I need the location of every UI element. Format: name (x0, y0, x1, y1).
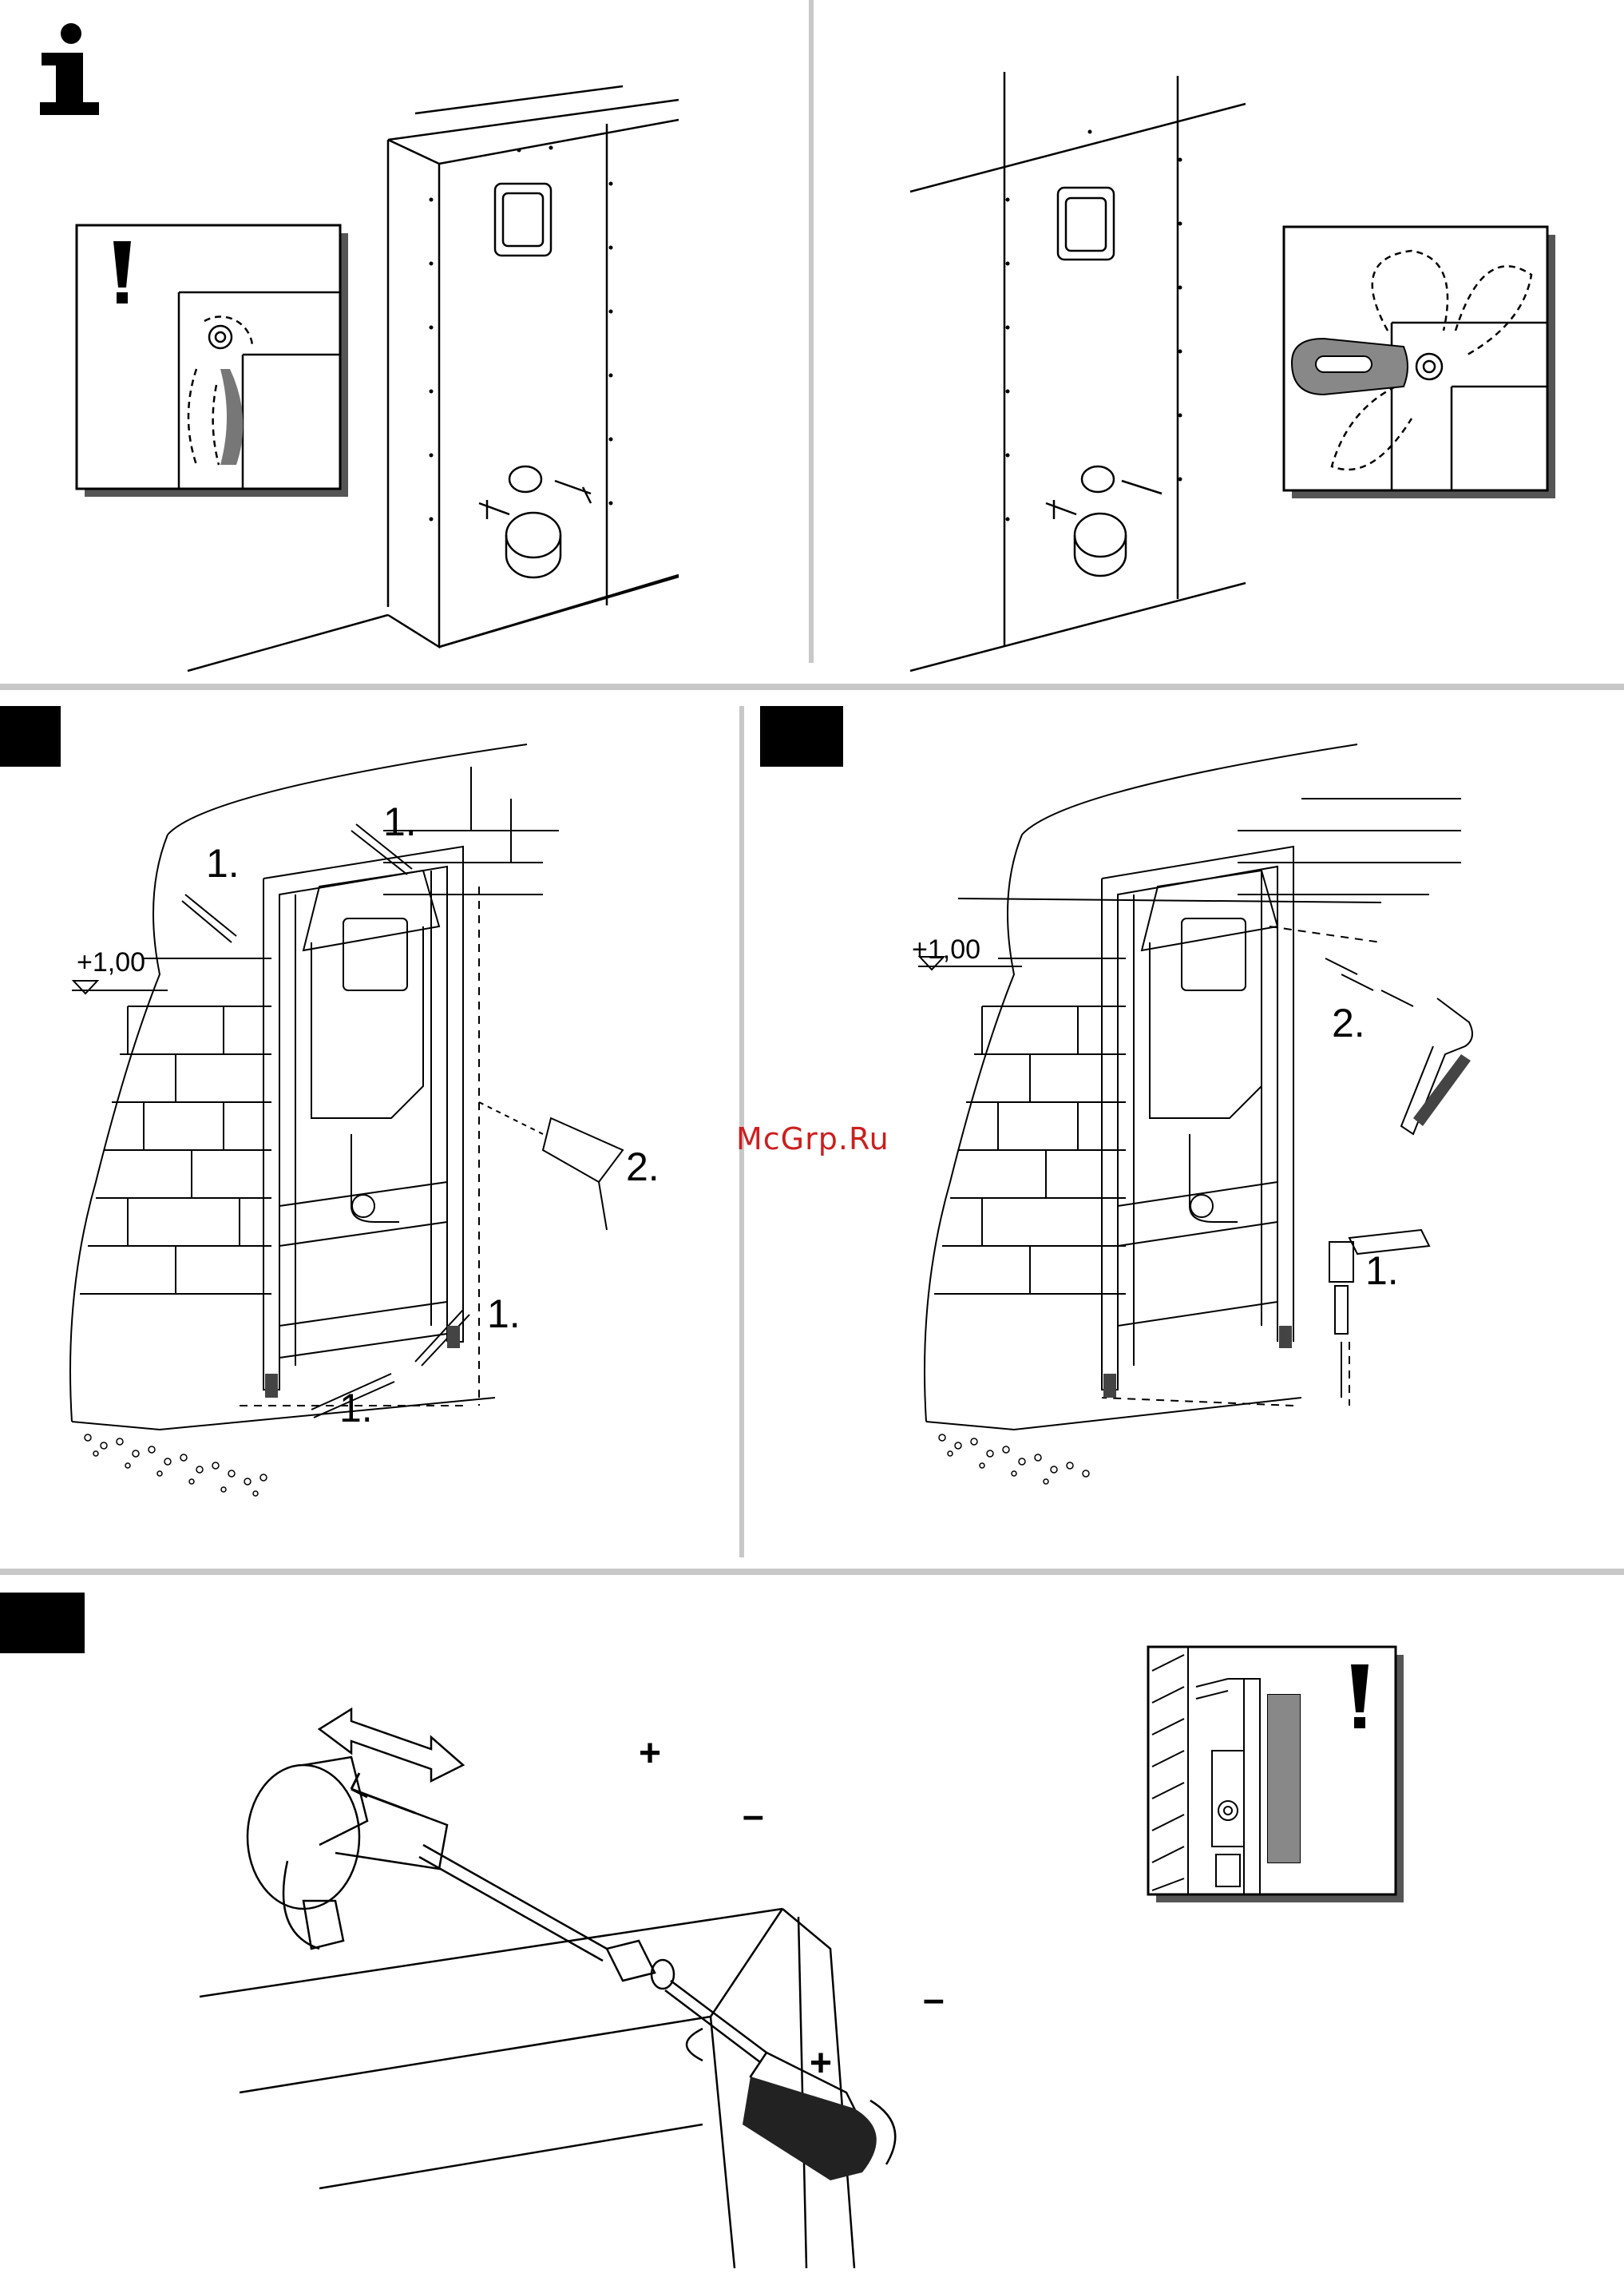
watermark: McGrp.Ru (736, 1121, 889, 1156)
step-label-1: 1. (339, 1388, 373, 1428)
step-label-1: 1. (206, 843, 240, 883)
step-label-1: 1. (1365, 1251, 1399, 1291)
middle-right-illustration (902, 735, 1605, 1533)
minus-sign: – (923, 1981, 945, 2019)
step-number-block-right (760, 706, 843, 767)
top-right-inset (1284, 227, 1559, 502)
level-label: +1,00 (77, 949, 145, 976)
step-number-block-bottom (0, 1593, 85, 1653)
minus-sign: – (743, 1797, 764, 1835)
plus-sign: + (810, 2045, 832, 2083)
step-label-2: 2. (1332, 1003, 1365, 1043)
bottom-inset (1148, 1647, 1412, 1910)
top-panel-divider (809, 0, 814, 663)
middle-row-divider (0, 1569, 1624, 1575)
step-label-1: 1. (487, 1294, 521, 1334)
top-row-divider (0, 684, 1624, 690)
top-left-inset (77, 225, 356, 505)
step-label-1: 1. (383, 802, 417, 842)
bottom-illustration (192, 1677, 1198, 2268)
middle-left-illustration (48, 735, 735, 1533)
step-label-2: 2. (626, 1147, 660, 1187)
plus-sign: + (639, 1735, 661, 1773)
level-label: +1,00 (912, 936, 980, 963)
